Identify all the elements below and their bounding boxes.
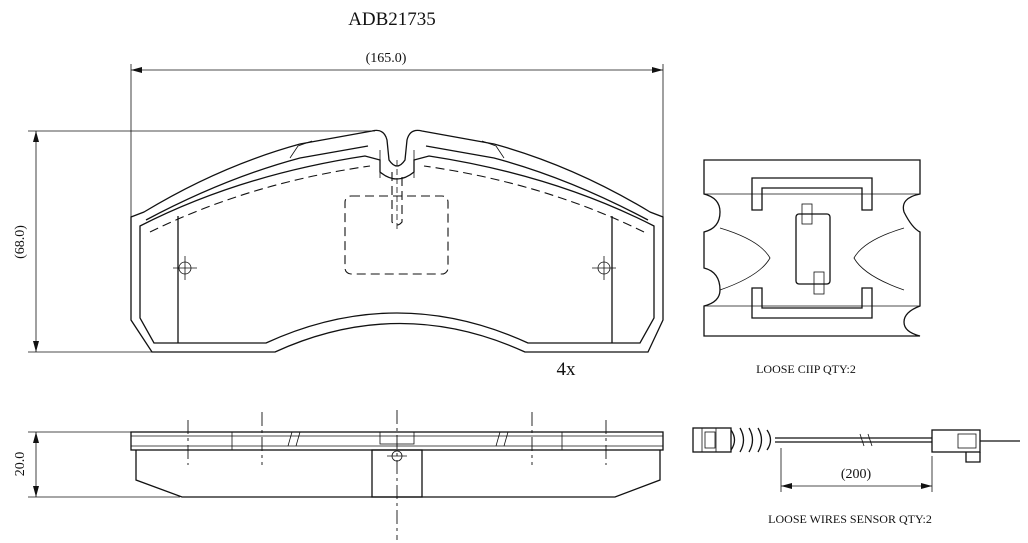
part-number-title: ADB21735 <box>348 9 436 30</box>
height-dimension: (68.0) <box>13 130 375 353</box>
wire-length-label: (200) <box>841 467 872 482</box>
loose-clip-label: LOOSE CIIP QTY:2 <box>756 362 856 376</box>
brake-pad-side-view <box>130 410 664 540</box>
thickness-dimension-label: 20.0 <box>13 452 28 477</box>
wire-sensor-drawing <box>692 427 1020 463</box>
thickness-dimension: 20.0 <box>13 431 180 498</box>
brake-pad-front-view <box>130 129 664 353</box>
loose-sensor-label: LOOSE WIRES SENSOR QTY:2 <box>768 512 932 526</box>
wire-length-dimension: (200) <box>780 448 933 492</box>
loose-clip-drawing <box>703 159 921 337</box>
width-dimension-label: (165.0) <box>366 51 407 66</box>
width-dimension: (165.0) <box>130 51 664 218</box>
quantity-label: 4x <box>557 359 577 380</box>
rivet-marker-right <box>592 256 616 280</box>
rivet-marker-left <box>173 256 197 280</box>
height-dimension-label: (68.0) <box>13 225 28 259</box>
